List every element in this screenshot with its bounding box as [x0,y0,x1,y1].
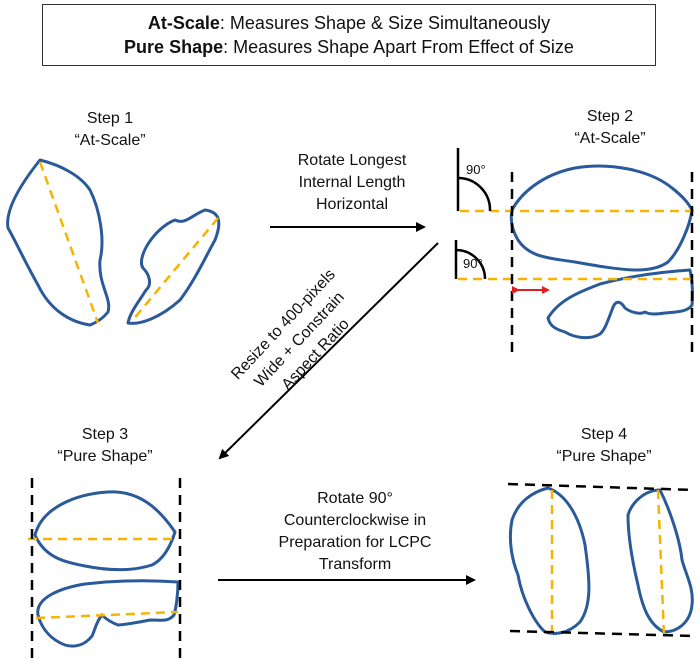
step-1-label: Step 1“At-Scale” [74,110,146,149]
step-2-particle-a [509,164,694,272]
step-4-particle-a [508,486,591,635]
step-1-axis-a [38,161,100,324]
step-3-particle-a [33,490,177,572]
header-line-1: At-Scale: Measures Shape & Size Simultan… [147,13,551,33]
step-4-guide-top [507,482,695,492]
step-4-guide-bottom [509,629,695,638]
arrow-step2-to-step3 [218,242,439,460]
step-4-label: Step 4“Pure Shape” [556,426,652,465]
angle-label-2: 90° [463,256,483,271]
step-3-label: Step 3“Pure Shape” [57,426,153,465]
step-3-axis-b [35,610,179,620]
step-2-label: Step 2“At-Scale” [574,108,646,147]
angle-label-1: 90° [466,162,486,177]
angle-arc-2 [455,248,487,280]
step-1-particle-a [6,158,111,327]
step-4-particle-b [626,488,694,634]
step-1-axis-b [131,217,219,322]
step-1-particle-b [126,208,221,325]
header-box: At-Scale: Measures Shape & Size Simultan… [42,4,656,66]
step-2-particle-b [546,268,695,340]
step-3-particle-b [36,579,180,648]
step-4-axis-b [656,489,666,637]
header-line-2: Pure Shape: Measures Shape Apart From Ef… [124,37,574,57]
angle-arc-1 [457,176,492,212]
